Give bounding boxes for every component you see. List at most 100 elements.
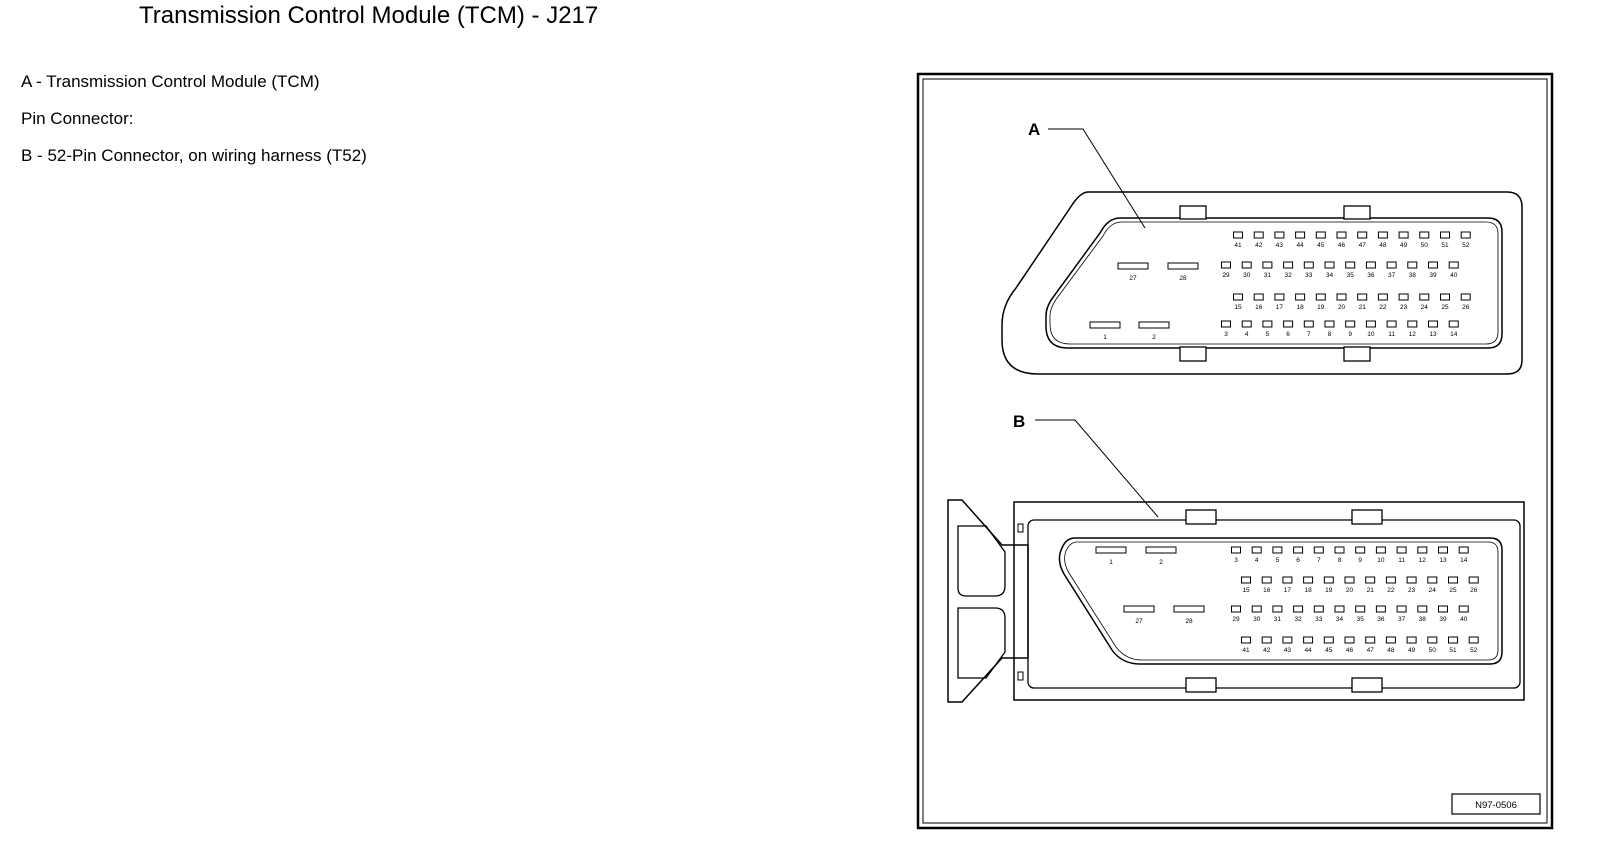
connector-b-pin-17 <box>1282 576 1293 584</box>
connector-b-pin-label: 26 <box>1470 587 1478 594</box>
connector-a-pin-label: 29 <box>1222 272 1230 279</box>
connector-b-pin-44 <box>1303 636 1314 644</box>
connector-a-pin-label: 28 <box>1179 275 1187 282</box>
connector-a-pin-25 <box>1440 293 1450 301</box>
connector-b-pin-label: 50 <box>1429 647 1437 654</box>
connector-a-pin-42 <box>1253 231 1264 239</box>
connector-a-pin-31 <box>1262 261 1273 269</box>
connector-a-pin-label: 43 <box>1276 242 1284 249</box>
connector-a-pin-29 <box>1221 261 1231 269</box>
diagram-frame-inner <box>922 78 1548 824</box>
connector-a-pin-32 <box>1283 261 1294 269</box>
connector-a-pin-label: 49 <box>1400 242 1408 249</box>
connector-a-pin-label: 8 <box>1328 331 1332 338</box>
connector-a-pin-5 <box>1262 320 1273 328</box>
connector-a-pin-51 <box>1440 231 1450 239</box>
connector-a-pin-label: 26 <box>1462 304 1470 311</box>
connector-a-pin-label: 27 <box>1129 275 1137 282</box>
connector-a-pin-label: 40 <box>1450 272 1458 279</box>
connector-b-pin-label: 37 <box>1398 616 1406 623</box>
connector-b-pin-label: 44 <box>1304 647 1312 654</box>
connector-b-pin-label: 36 <box>1377 616 1385 623</box>
connector-a-power-pin-27 <box>1117 262 1149 270</box>
connector-b-mark-top <box>1017 523 1024 533</box>
connector-a-pin-11 <box>1386 320 1397 328</box>
connector-b-pin-label: 33 <box>1315 616 1323 623</box>
connector-b-housing-inner <box>1027 519 1521 689</box>
connector-a-pin-14 <box>1448 320 1459 328</box>
connector-a-power-pin-2 <box>1138 321 1170 329</box>
connector-a-pin-16 <box>1253 293 1264 301</box>
connector-a-face <box>1045 217 1503 349</box>
connector-b-pin-label: 34 <box>1336 616 1344 623</box>
connector-b-pin-label: 31 <box>1274 616 1282 623</box>
connector-b-latch-lower <box>957 607 1006 679</box>
connector-b-pin-7 <box>1313 546 1324 554</box>
connector-a-tab-bottom-right <box>1343 346 1371 362</box>
connector-b-pin-label: 38 <box>1419 616 1427 623</box>
connector-a-pin-20 <box>1336 293 1347 301</box>
callout-b-label: B <box>1013 412 1025 431</box>
connector-b-pin-32 <box>1293 605 1304 613</box>
connector-a-pin-21 <box>1357 293 1368 301</box>
connector-b-pin-23 <box>1406 576 1417 584</box>
connector-a-pin-label: 37 <box>1388 272 1396 279</box>
connector-a-pin-label: 10 <box>1367 331 1375 338</box>
connector-a-pin-label: 25 <box>1441 304 1449 311</box>
connector-b-pin-label: 49 <box>1408 647 1416 654</box>
connector-a-pin-label: 24 <box>1421 304 1429 311</box>
connector-b-tab-top-right <box>1351 509 1383 525</box>
connector-b-pin-label: 39 <box>1439 616 1447 623</box>
connector-a-pin-13 <box>1428 320 1438 328</box>
connector-a-pin-49 <box>1398 231 1409 239</box>
connector-b-pin-33 <box>1313 605 1324 613</box>
connector-b-mark-bottom <box>1017 671 1024 681</box>
connector-b-pin-39 <box>1438 605 1448 613</box>
connector-a-pin-label: 6 <box>1286 331 1290 338</box>
connector-b-pin-3 <box>1231 546 1241 554</box>
connector-b-pin-41 <box>1241 636 1251 644</box>
connector-a-pin-38 <box>1407 261 1418 269</box>
connector-a-pin-18 <box>1295 293 1306 301</box>
connector-a-pin-8 <box>1324 320 1335 328</box>
diagram-frame <box>916 72 1554 830</box>
connector-a-pin-35 <box>1345 261 1356 269</box>
connector-b-pin-4 <box>1251 546 1262 554</box>
connector-b-pin-label: 48 <box>1387 647 1395 654</box>
connector-a-pin-6 <box>1283 320 1294 328</box>
connector-a-pin-34 <box>1324 261 1335 269</box>
connector-a-pin-41 <box>1233 231 1243 239</box>
connector-b-pin-label: 8 <box>1338 557 1342 564</box>
connector-b-pin-21 <box>1365 576 1376 584</box>
connector-a-pin-label: 33 <box>1305 272 1313 279</box>
connector-a-pin-37 <box>1386 261 1397 269</box>
connector-a-pin-label: 52 <box>1462 242 1470 249</box>
connector-b-pin-37 <box>1396 605 1407 613</box>
callout-b-leader <box>1035 419 1159 518</box>
connector-a-pin-label: 18 <box>1296 304 1304 311</box>
connector-b-pin-43 <box>1282 636 1293 644</box>
connector-b-pin-label: 23 <box>1408 587 1416 594</box>
connector-b-pin-label: 20 <box>1346 587 1354 594</box>
connector-b-pin-30 <box>1251 605 1262 613</box>
connector-b-pin-31 <box>1272 605 1283 613</box>
connector-b-pin-24 <box>1427 576 1438 584</box>
connector-a-pin-label: 32 <box>1284 272 1292 279</box>
legend-item-b: B - 52-Pin Connector, on wiring harness … <box>21 146 367 165</box>
reference-code-box <box>1451 793 1541 815</box>
connector-a-pin-17 <box>1274 293 1285 301</box>
connector-a-pin-label: 21 <box>1359 304 1367 311</box>
connector-a-pin-label: 7 <box>1307 331 1311 338</box>
connector-a-pin-label: 47 <box>1359 242 1367 249</box>
connector-a-pin-46 <box>1336 231 1347 239</box>
connector-b-pin-label: 40 <box>1460 616 1468 623</box>
connector-b-pin-18 <box>1303 576 1314 584</box>
connector-b-pin-48 <box>1385 636 1396 644</box>
connector-a-pin-label: 20 <box>1338 304 1346 311</box>
connector-b-pin-49 <box>1406 636 1417 644</box>
connector-a-pin-10 <box>1365 320 1376 328</box>
connector-b-pin-38 <box>1417 605 1428 613</box>
